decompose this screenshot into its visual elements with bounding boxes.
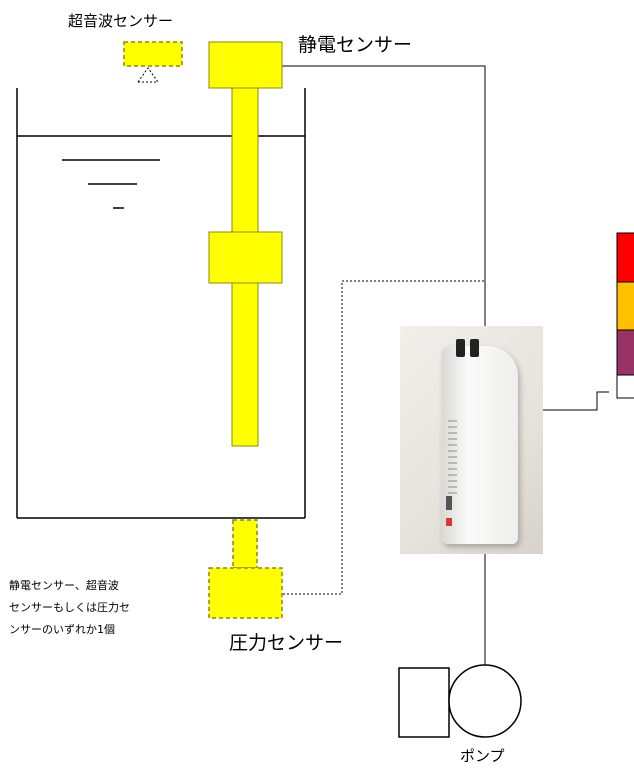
- controller-unit-photo: [400, 326, 543, 554]
- pressure-sensor-wire: [283, 280, 485, 595]
- label-electrostatic-sensor: 静電センサー: [298, 34, 413, 56]
- status-led: [446, 518, 452, 526]
- signal-tower-white: [616, 374, 634, 399]
- note-line-2: センサーもしくは圧力セ: [9, 601, 130, 614]
- signal-tower-purple: [616, 329, 634, 376]
- tank: [16, 88, 306, 519]
- liquid-level-symbol: [62, 159, 160, 209]
- pump-symbol: [398, 664, 522, 738]
- electrostatic-sensor-head: [208, 41, 283, 89]
- signal-tower: [616, 232, 634, 399]
- label-ultrasonic-sensor: 超音波センサー: [68, 12, 174, 30]
- controller-module: [442, 339, 518, 544]
- signal-wires: [282, 65, 609, 665]
- label-pump: ポンプ: [460, 747, 505, 765]
- vent-slots: [448, 420, 457, 494]
- terminal-clip-icon: [456, 339, 465, 357]
- ultrasonic-beam-icon: [137, 67, 159, 83]
- terminal-clip-icon: [470, 339, 479, 357]
- electrostatic-sensor-float: [208, 231, 283, 284]
- pressure-sensor-stem: [232, 519, 258, 569]
- ultrasonic-sensor: [123, 41, 183, 67]
- signal-tower-red: [616, 232, 634, 283]
- connector-port: [446, 496, 452, 510]
- note-line-3: ンサーのいずれか1個: [9, 623, 115, 636]
- signal-tower-amber: [616, 281, 634, 331]
- pressure-sensor-body: [208, 567, 283, 619]
- note-line-1: 静電センサー、超音波: [9, 579, 119, 592]
- label-pressure-sensor: 圧力センサー: [229, 632, 344, 654]
